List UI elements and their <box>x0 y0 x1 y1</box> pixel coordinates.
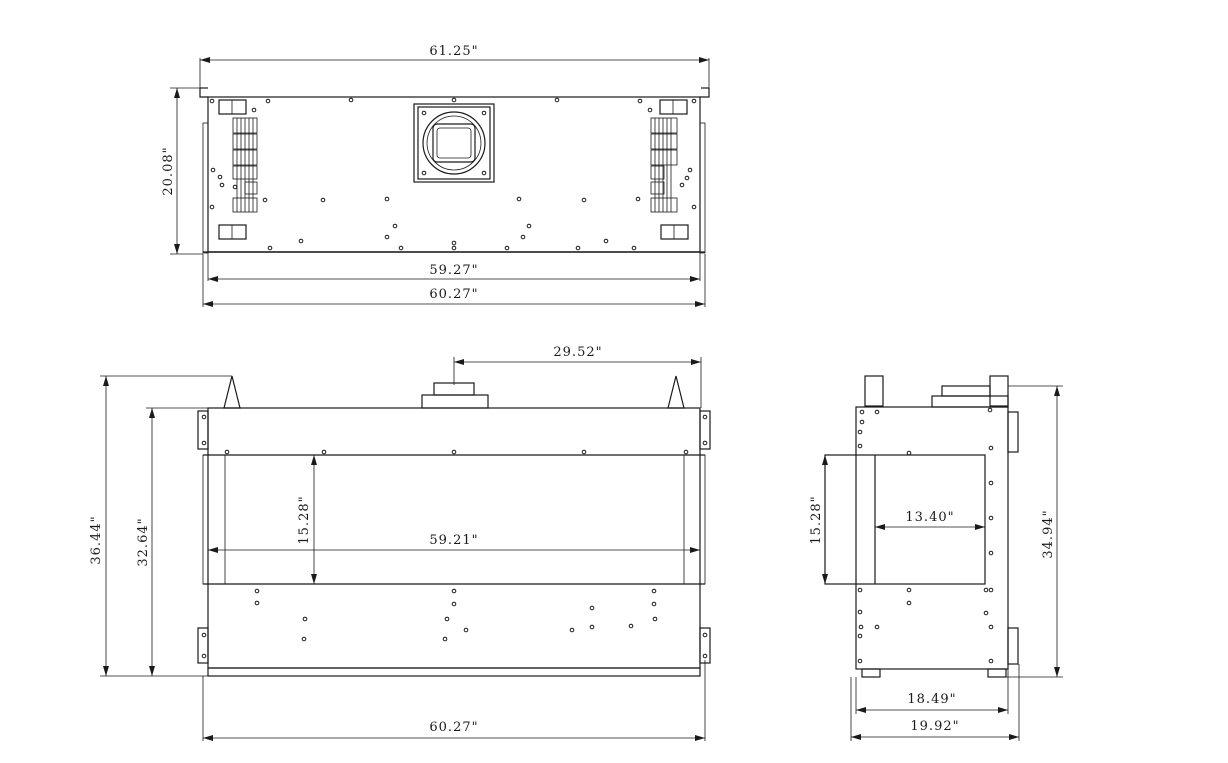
side-view: 15.28" 13.40" 34.94" 18.49" <box>809 375 1063 741</box>
dim-side-opening-depth: 13.40" <box>875 510 985 530</box>
dim-top-outer-width: 60.27" <box>202 254 706 307</box>
louver-left-lines <box>236 118 254 212</box>
dim-front-total-height: 36.44" <box>89 375 232 677</box>
dim-side-overall-depth: 19.92" <box>850 664 1020 741</box>
label-side-inner-depth: 18.49" <box>907 692 956 707</box>
label-side-total-height: 34.94" <box>1041 509 1056 558</box>
central-vent <box>413 103 495 183</box>
label-front-opening-width: 59.21" <box>429 533 478 548</box>
label-front-opening-height: 15.28" <box>297 495 312 544</box>
label-top-depth: 20.08" <box>161 146 176 195</box>
dim-side-inner-depth: 18.49" <box>855 669 1009 714</box>
dim-top-depth: 20.08" <box>161 87 203 255</box>
dim-front-overall-width: 60.27" <box>202 660 706 741</box>
dim-side-opening-height: 15.28" <box>809 455 828 584</box>
dim-front-opening-width: 59.21" <box>208 533 700 553</box>
louver-right <box>650 117 678 213</box>
front-view: 29.52" <box>89 345 711 741</box>
dim-front-vent-offset: 29.52" <box>453 345 702 408</box>
label-front-body-height: 32.64" <box>136 517 151 566</box>
front-screws <box>201 414 708 659</box>
dim-top-inner-width: 59.27" <box>207 252 701 282</box>
label-front-overall-width: 60.27" <box>429 720 478 735</box>
dim-side-total-height: 34.94" <box>1006 385 1063 678</box>
bracket <box>218 99 689 240</box>
side-screws <box>857 407 994 664</box>
dim-top-overall-width: 61.25" <box>199 44 710 88</box>
label-front-vent-offset: 29.52" <box>553 345 602 360</box>
left-peak <box>223 375 241 409</box>
label-side-opening-depth: 13.40" <box>905 510 954 525</box>
dim-front-body-height: 32.64" <box>136 407 208 676</box>
label-side-opening-height: 15.28" <box>809 495 824 544</box>
label-front-total-height: 36.44" <box>89 515 104 564</box>
side-body <box>855 406 1009 670</box>
label-top-outer-width: 60.27" <box>429 287 478 302</box>
dim-front-opening-height: 15.28" <box>297 455 317 584</box>
top-screws <box>209 97 697 251</box>
right-peak <box>667 375 685 409</box>
label-top-inner-width: 59.27" <box>429 263 478 278</box>
label-top-overall-width: 61.25" <box>429 44 478 59</box>
label-side-overall-depth: 19.92" <box>910 719 959 734</box>
top-view: 61.25" <box>161 44 710 307</box>
louver-right-lines <box>654 118 672 212</box>
